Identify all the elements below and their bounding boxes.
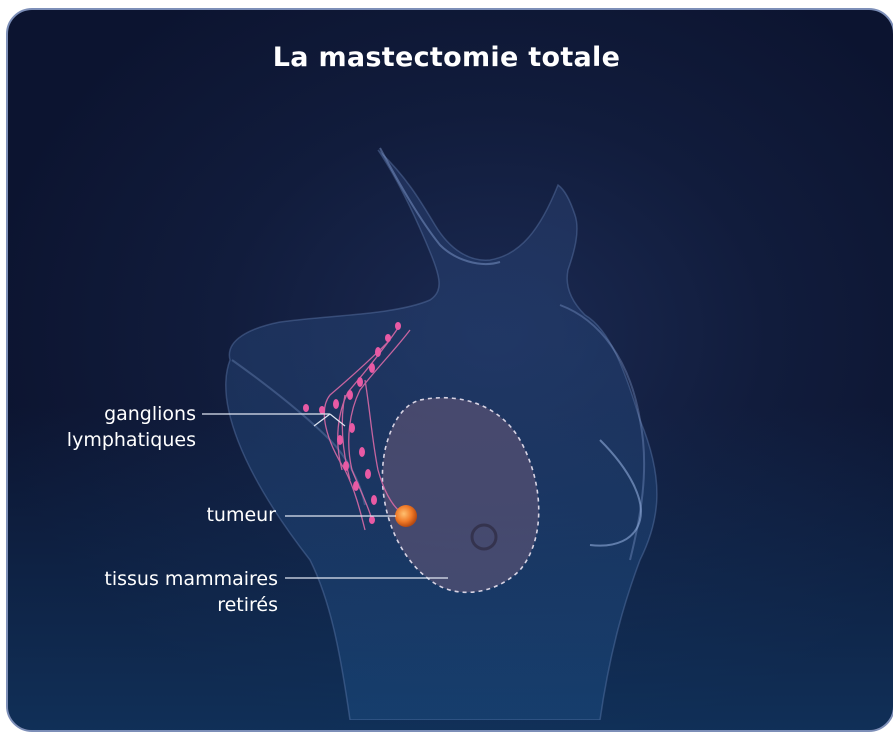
lymph-nodes-label-line1: ganglions — [20, 401, 196, 427]
diagram-title: La mastectomie totale — [0, 42, 893, 73]
lymph-nodes-label-line2: lymphatiques — [20, 427, 196, 453]
removed-tissue-label-line1: tissus mammaires — [20, 566, 278, 592]
removed-tissue-label-line2: retirés — [20, 592, 278, 618]
tumor — [395, 505, 417, 527]
tumor-label: tumeur — [120, 502, 276, 528]
lymph-nodes-label: ganglions lymphatiques — [20, 401, 196, 453]
removed-tissue-label: tissus mammaires retirés — [20, 566, 278, 618]
tumor-label-text: tumeur — [120, 502, 276, 528]
